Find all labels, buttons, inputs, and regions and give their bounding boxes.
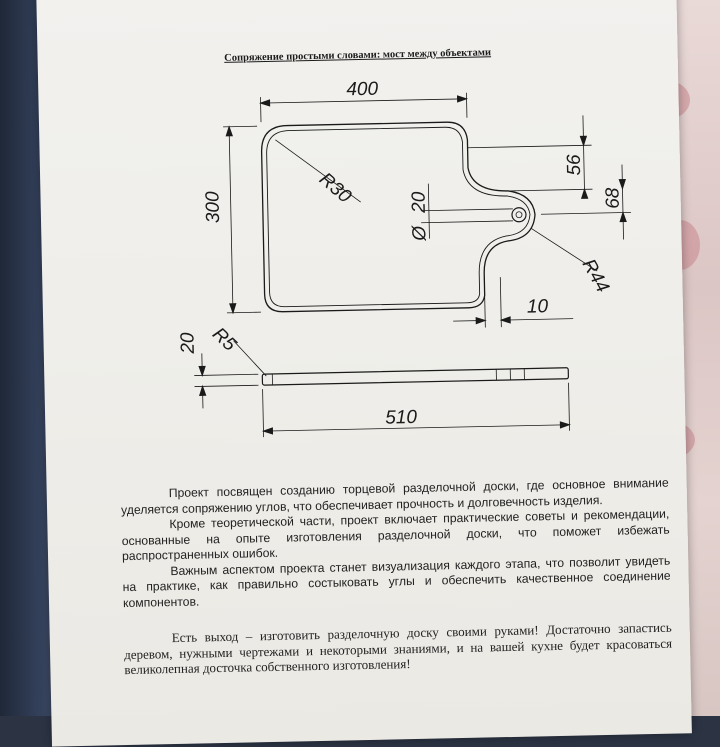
dim-hole-20: 20: [408, 191, 429, 214]
dim-handle-56: 56: [564, 154, 585, 176]
side-view: [262, 368, 568, 385]
paper-sheet: Сопряжение простыми словами: мост между …: [36, 0, 692, 747]
dim-handle-68: 68: [602, 187, 623, 209]
body-sans: Проект посвящен созданию торцевой раздел…: [121, 476, 671, 611]
board-outline: [261, 120, 537, 312]
dim-diameter-symbol: Ø: [409, 225, 430, 242]
dim-thickness-20: 20: [177, 332, 198, 355]
dim-length-510: 510: [385, 407, 418, 429]
dim-radius-r30: R30: [315, 169, 355, 208]
hanging-hole: [512, 208, 526, 222]
dim-radius-r5: R5: [208, 324, 240, 356]
dim-width-400: 400: [346, 79, 379, 101]
dim-height-300: 300: [202, 191, 224, 224]
dim-offset-10: 10: [527, 296, 549, 317]
